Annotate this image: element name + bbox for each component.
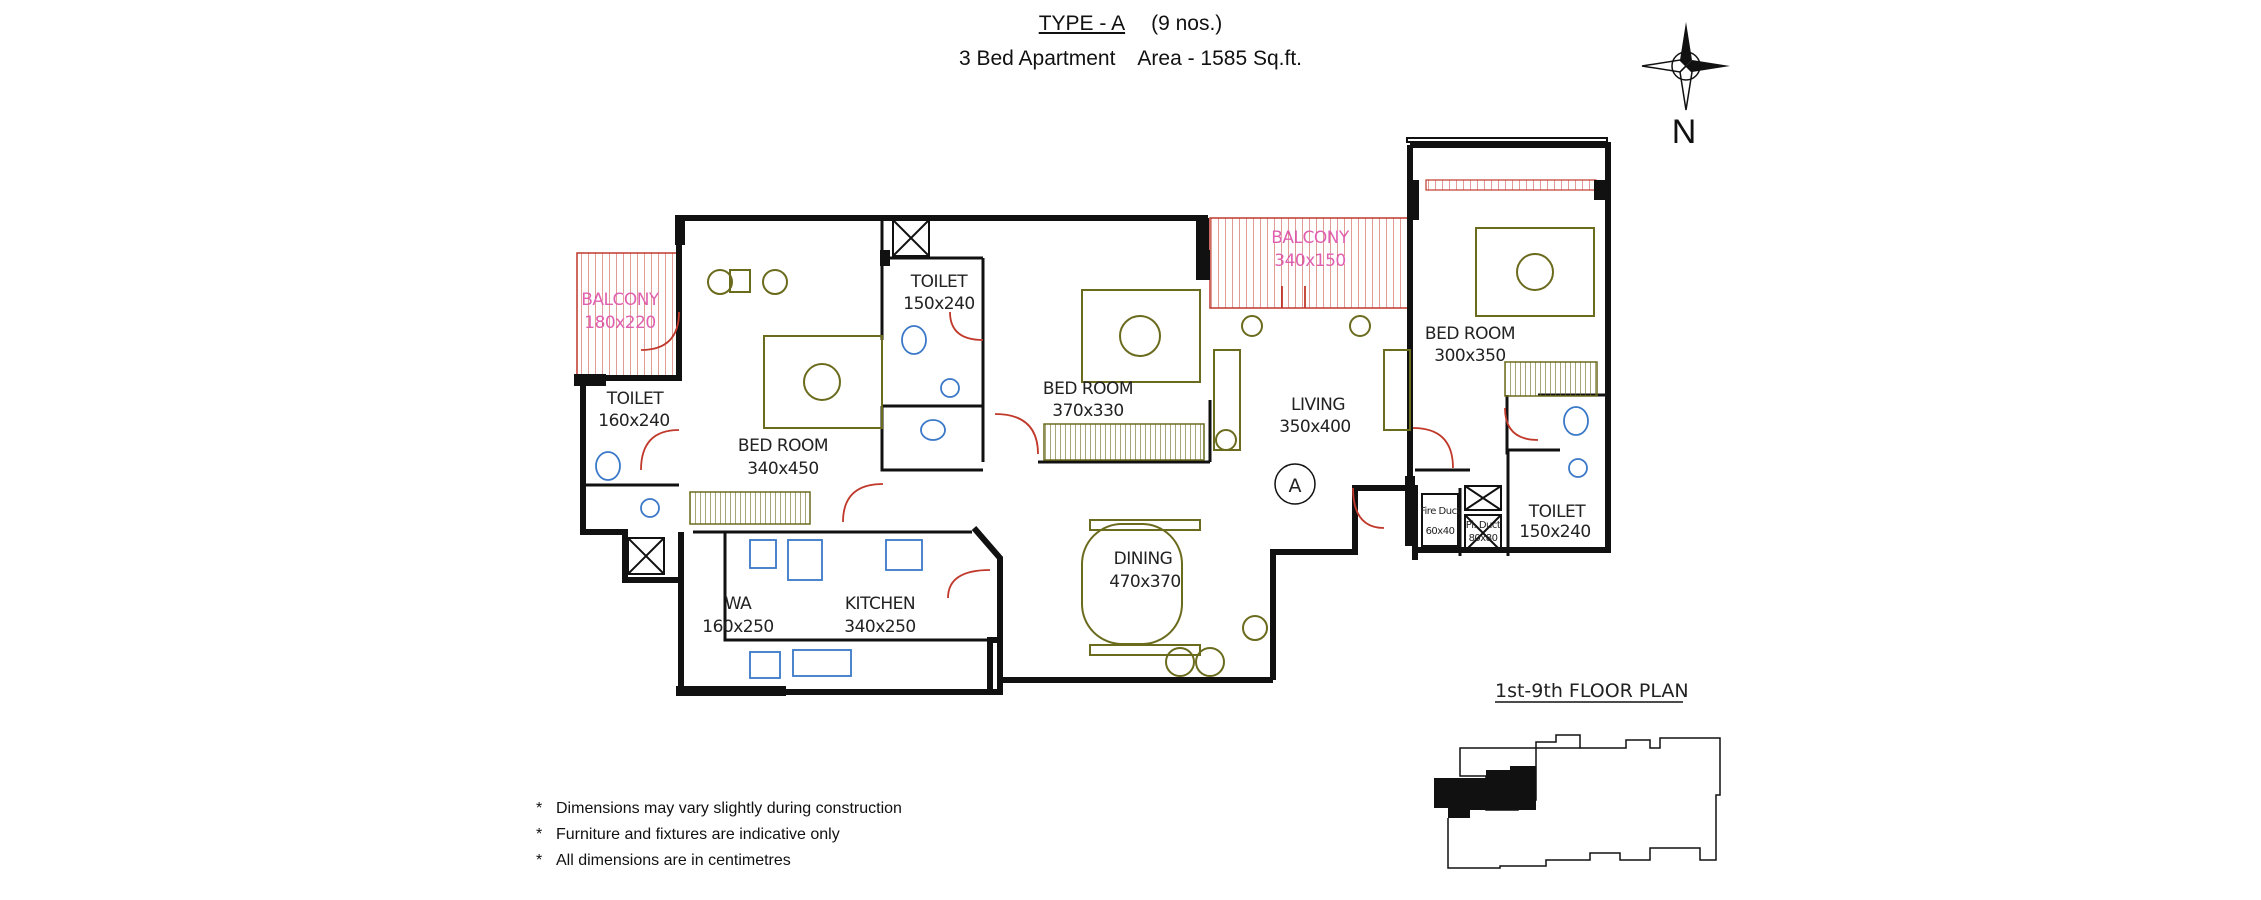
note-text: Furniture and fixtures are indicative on…: [556, 826, 840, 843]
ducts: [627, 219, 1502, 575]
north-compass-icon: [1641, 22, 1730, 111]
room-name: BED ROOM: [1425, 324, 1515, 344]
type-label: TYPE - A: [1038, 12, 1126, 35]
room-name: BED ROOM: [738, 436, 828, 456]
room-name: WA: [725, 594, 752, 614]
room-size: 350x400: [1279, 417, 1350, 437]
plan-title: TYPE - A (9 nos.): [0, 12, 2261, 36]
note-text: Dimensions may vary slightly during cons…: [556, 800, 902, 817]
room-name: LIVING: [1291, 395, 1345, 415]
room-name: TOILET: [910, 272, 968, 292]
interior-walls: [583, 218, 1608, 642]
room-size: 300x350: [1434, 346, 1505, 366]
unit-marker-circle: [1274, 463, 1316, 505]
note-item: *All dimensions are in centimetres: [536, 852, 791, 869]
apartment-area: Area - 1585 Sq.ft.: [1137, 47, 1303, 70]
floor-plan-label: 1st-9th FLOOR PLAN: [1495, 680, 1689, 702]
wardrobes: [689, 361, 1598, 525]
furniture: [707, 227, 1595, 677]
room-name: BALCONY: [581, 290, 660, 310]
balcony-top: [1209, 217, 1411, 309]
room-name: TOILET: [1528, 502, 1586, 522]
plan-subtitle: 3 Bed Apartment Area - 1585 Sq.ft.: [0, 47, 2261, 71]
compass-label: N: [1672, 113, 1697, 151]
room-size: 470x370: [1109, 572, 1180, 592]
room-name: Pl. Duct: [1466, 520, 1501, 531]
room-size: 150x240: [1519, 522, 1590, 542]
note-item: *Furniture and fixtures are indicative o…: [536, 826, 840, 843]
unit-count: (9 nos.): [1151, 12, 1223, 35]
room-name: KITCHEN: [845, 594, 915, 614]
room-size: 150x240: [903, 294, 974, 314]
notes-list: *Dimensions may vary slightly during con…: [536, 796, 902, 874]
room-size: 370x330: [1052, 401, 1123, 421]
room-size: 340x150: [1274, 251, 1345, 271]
room-size: 160x240: [598, 411, 669, 431]
note-item: *Dimensions may vary slightly during con…: [536, 800, 902, 817]
key-plan: [1434, 734, 1721, 869]
fixtures: [595, 325, 1589, 679]
column-blocks: [574, 137, 1608, 696]
room-name: Fire Duct: [1420, 506, 1461, 517]
room-name: BED ROOM: [1043, 379, 1133, 399]
room-size: 60x40: [1426, 526, 1455, 537]
room-size: 340x450: [747, 459, 818, 479]
doors: [640, 286, 1539, 599]
room-size: 80x80: [1469, 533, 1498, 544]
room-size: 180x220: [584, 313, 655, 333]
room-size: 340x250: [844, 617, 915, 637]
room-name: BALCONY: [1271, 228, 1350, 248]
apartment-type: 3 Bed Apartment: [958, 47, 1116, 70]
balcony-right-strip: [1425, 179, 1597, 191]
room-size: 160x250: [702, 617, 773, 637]
note-text: All dimensions are in centimetres: [556, 852, 791, 869]
room-name: DINING: [1114, 549, 1173, 569]
unit-marker: A: [1289, 475, 1302, 497]
room-name: TOILET: [606, 389, 664, 409]
